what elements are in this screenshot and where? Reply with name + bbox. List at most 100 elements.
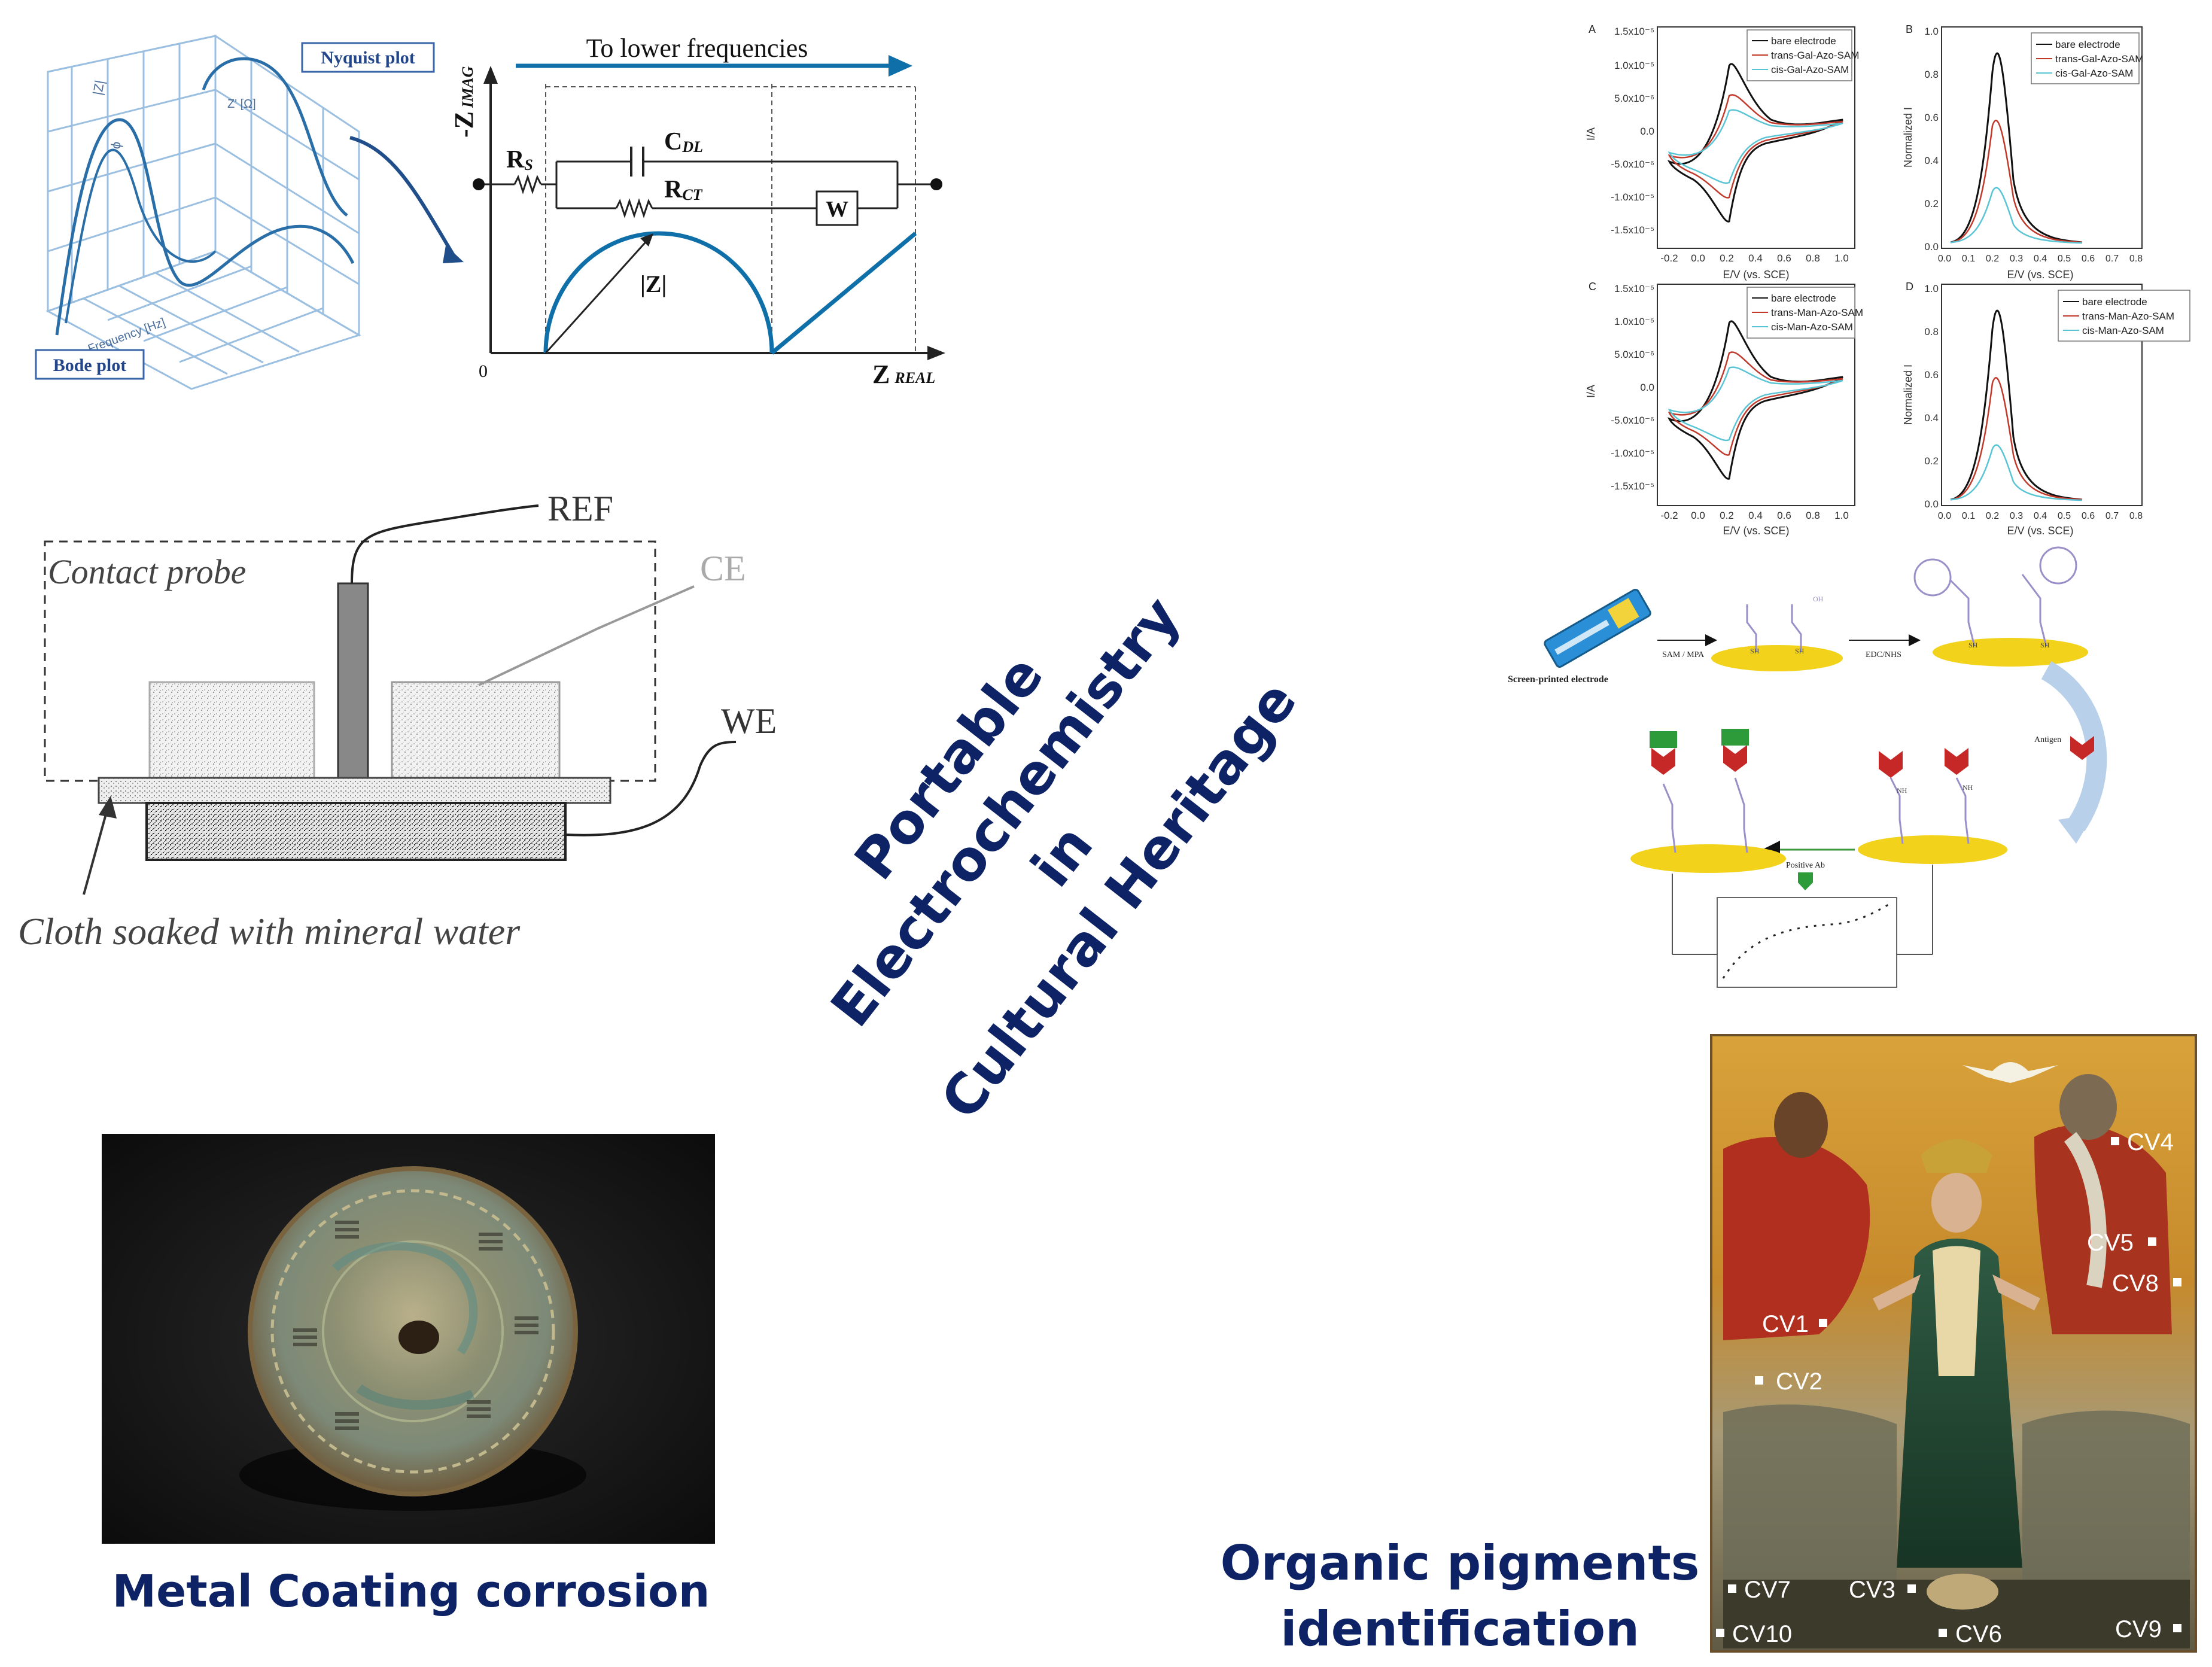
svg-text:I/A: I/A <box>1585 385 1597 398</box>
cdl-label: CDL <box>664 128 703 156</box>
svg-text:0.8: 0.8 <box>2129 511 2143 521</box>
svg-text:0.8: 0.8 <box>1806 510 1820 521</box>
svg-text:-0.2: -0.2 <box>1660 253 1678 264</box>
svg-text:0.8: 0.8 <box>1924 326 1939 337</box>
svg-text:0.2: 0.2 <box>1924 455 1939 467</box>
svg-text:0.0: 0.0 <box>1924 498 1939 510</box>
svg-text:-1.0x10⁻⁵: -1.0x10⁻⁵ <box>1611 191 1654 203</box>
svg-text:trans-Gal-Azo-SAM: trans-Gal-Azo-SAM <box>2055 53 2143 65</box>
screen-printed-electrode-icon <box>1544 589 1651 668</box>
svg-text:E/V (vs. SCE): E/V (vs. SCE) <box>1723 525 1789 537</box>
panel-a: A 1.5x10⁻⁵ 1.0x10⁻⁵ 5.0x10⁻⁶ 0.0 -5.0x10… <box>1585 23 1859 281</box>
svg-text:trans-Man-Azo-SAM: trans-Man-Azo-SAM <box>2082 311 2174 322</box>
svg-text:0.0: 0.0 <box>1924 241 1939 253</box>
svg-text:Normalized I: Normalized I <box>1902 364 1914 425</box>
cv-panels: A 1.5x10⁻⁵ 1.0x10⁻⁵ 5.0x10⁻⁶ 0.0 -5.0x10… <box>1585 23 2190 537</box>
step2-label: EDC/NHS <box>1866 650 1901 659</box>
bode-axis-phase: ϕ <box>108 140 124 150</box>
svg-text:0.2: 0.2 <box>1986 254 1999 264</box>
svg-text:0.7: 0.7 <box>2105 511 2119 521</box>
svg-text:0.6: 0.6 <box>1924 112 1939 123</box>
cloth-label: Cloth soaked with mineral water <box>18 910 521 953</box>
bronze-mirror-photo <box>102 1134 715 1544</box>
panel-d: D 1.0 0.8 0.6 0.4 0.2 0.0 0.0 0.1 0.2 0.… <box>1902 281 2190 537</box>
origin-label: 0 <box>479 361 488 381</box>
painting-caption-line-1: Organic pigments <box>1221 1535 1700 1591</box>
svg-text:bare electrode: bare electrode <box>1771 293 1836 304</box>
svg-text:0.4: 0.4 <box>2034 254 2047 264</box>
svg-text:A: A <box>1589 23 1596 35</box>
center-title: Portable Electrochemistry in Cultural He… <box>819 585 1309 1131</box>
warburg-label: W <box>826 197 848 222</box>
svg-text:0.7: 0.7 <box>2105 254 2119 264</box>
svg-text:bare electrode: bare electrode <box>2055 39 2120 50</box>
svg-text:1.5x10⁻⁵: 1.5x10⁻⁵ <box>1614 283 1654 294</box>
svg-text:cis-Man-Azo-SAM: cis-Man-Azo-SAM <box>1771 321 1853 333</box>
svg-text:C: C <box>1589 281 1596 293</box>
mirror-caption: Metal Coating corrosion <box>112 1566 710 1617</box>
svg-text:0.5: 0.5 <box>2058 254 2071 264</box>
cv1-label: CV1 <box>1762 1311 1809 1337</box>
svg-text:1.0x10⁻⁵: 1.0x10⁻⁵ <box>1614 316 1654 327</box>
svg-text:0.6: 0.6 <box>1924 369 1939 381</box>
cv4-label: CV4 <box>2127 1129 2174 1155</box>
svg-text:I/A: I/A <box>1585 127 1597 141</box>
painting-photo <box>1710 1034 2197 1653</box>
svg-text:NH: NH <box>1962 783 1973 792</box>
ref-label: REF <box>547 489 613 528</box>
svg-text:trans-Man-Azo-SAM: trans-Man-Azo-SAM <box>1771 307 1863 318</box>
bode-axis-zreal: Z' [Ω] <box>227 98 256 111</box>
svg-text:NH: NH <box>1897 786 1907 795</box>
cv8-label: CV8 <box>2112 1270 2159 1297</box>
svg-text:0.6: 0.6 <box>1777 253 1791 264</box>
svg-text:E/V (vs. SCE): E/V (vs. SCE) <box>2007 525 2073 537</box>
modulus-label: |Z| <box>640 270 667 297</box>
svg-text:0.6: 0.6 <box>2082 254 2095 264</box>
bode-plot-label: Bode plot <box>53 355 127 375</box>
step3-label: Antigen <box>2034 735 2061 744</box>
svg-text:-0.2: -0.2 <box>1660 510 1678 521</box>
painting-caption-line-2: identification <box>1280 1601 1639 1657</box>
svg-text:0.0: 0.0 <box>1691 510 1705 521</box>
immunosensor-scheme: Screen-printed electrode SAM / MPA SH SH… <box>1508 546 2107 988</box>
svg-text:0.2: 0.2 <box>1720 253 1734 264</box>
svg-text:OH: OH <box>1813 595 1824 603</box>
bode-nyquist-3d-plot: Frequency [Hz] Z' [Ω] |Z| ϕ Nyquist plot… <box>35 34 464 390</box>
svg-text:0.1: 0.1 <box>1962 511 1975 521</box>
contact-probe-diagram: Contact probe REF CE WE Cloth soaked wit… <box>18 489 777 953</box>
svg-text:-1.5x10⁻⁵: -1.5x10⁻⁵ <box>1611 224 1654 236</box>
rct-label: RCT <box>664 176 703 203</box>
svg-text:cis-Man-Azo-SAM: cis-Man-Azo-SAM <box>2082 325 2164 336</box>
cv2-label: CV2 <box>1776 1368 1822 1395</box>
svg-text:0.0: 0.0 <box>1691 253 1705 264</box>
step4-label: Positive Ab <box>1786 861 1825 870</box>
we-label: WE <box>721 701 777 741</box>
svg-text:0.1: 0.1 <box>1962 254 1975 264</box>
svg-text:0.2: 0.2 <box>1986 511 1999 521</box>
y-axis-label: -ZIMAG <box>449 66 479 138</box>
svg-text:trans-Gal-Azo-SAM: trans-Gal-Azo-SAM <box>1771 50 1859 61</box>
svg-text:1.0: 1.0 <box>1834 253 1849 264</box>
rs-label: RS <box>506 146 533 174</box>
svg-text:1.5x10⁻⁵: 1.5x10⁻⁵ <box>1614 26 1654 37</box>
contact-probe-label: Contact probe <box>48 552 246 591</box>
svg-text:0.5: 0.5 <box>2058 511 2071 521</box>
electrode-label: Screen-printed electrode <box>1508 674 1608 685</box>
svg-text:0.2: 0.2 <box>1720 510 1734 521</box>
svg-text:SH: SH <box>2040 641 2050 649</box>
svg-text:Normalized I: Normalized I <box>1902 107 1914 168</box>
cv5-label: CV5 <box>2087 1230 2134 1256</box>
svg-text:0.6: 0.6 <box>1777 510 1791 521</box>
svg-text:E/V (vs. SCE): E/V (vs. SCE) <box>1723 269 1789 281</box>
cv10-label: CV10 <box>1732 1621 1792 1647</box>
svg-text:-5.0x10⁻⁶: -5.0x10⁻⁶ <box>1611 159 1654 170</box>
panel-c: C 1.5x10⁻⁵ 1.0x10⁻⁵ 5.0x10⁻⁶ 0.0 -5.0x10… <box>1585 281 1863 537</box>
svg-text:SH: SH <box>1968 641 1978 649</box>
svg-text:cis-Gal-Azo-SAM: cis-Gal-Azo-SAM <box>1771 64 1849 75</box>
svg-text:0.4: 0.4 <box>1924 155 1939 166</box>
to-lower-frequencies-label: To lower frequencies <box>586 34 808 63</box>
cv7-label: CV7 <box>1744 1577 1791 1603</box>
svg-text:0.8: 0.8 <box>2129 254 2143 264</box>
cv3-label: CV3 <box>1849 1577 1895 1603</box>
